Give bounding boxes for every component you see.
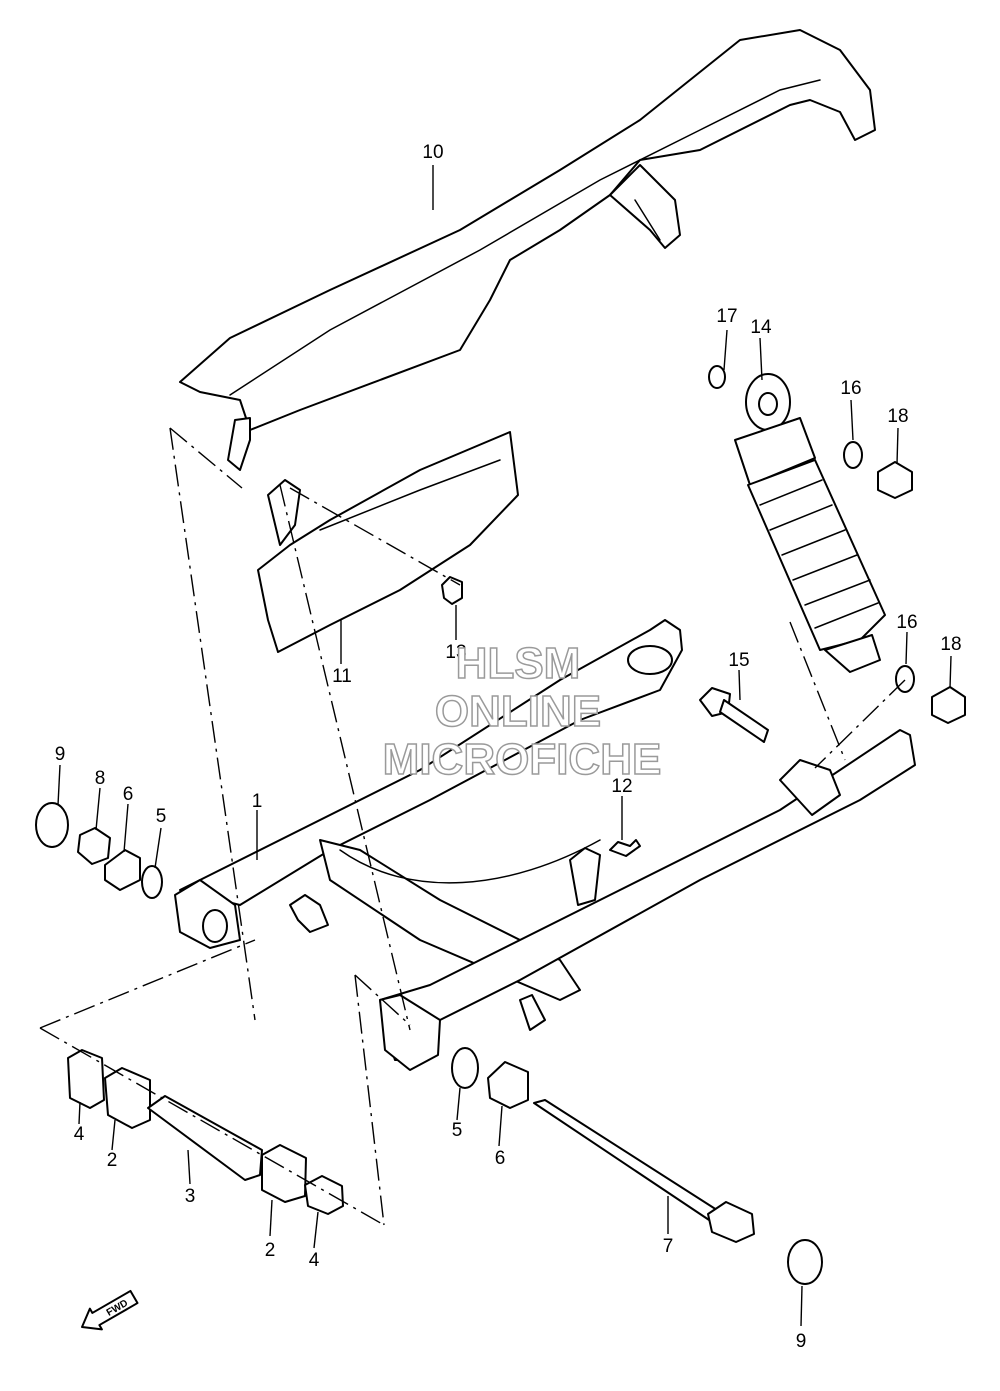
- callout-5-left: 5: [156, 806, 167, 827]
- leader-lines: [57, 165, 952, 1327]
- bolt-15: [699, 687, 769, 743]
- callout-18-upper: 18: [887, 406, 908, 427]
- callout-3: 3: [185, 1186, 196, 1207]
- callout-16-lower: 16: [896, 612, 917, 633]
- watermark-line-3: MICROFICHE: [383, 735, 662, 784]
- callout-labels: 10 11 13 17 14 16 18 16 18 15 12 1 9 8 6…: [55, 142, 962, 1352]
- bearing-2-left: [104, 1067, 151, 1129]
- cap-nut-18-upper: [877, 461, 913, 499]
- washer-16-upper: [843, 441, 863, 469]
- watermark: HLSM ONLINE MICROFICHE: [382, 638, 662, 785]
- callout-10: 10: [422, 142, 443, 163]
- washer-5-left: [141, 865, 163, 899]
- fwd-arrow-icon: FWD: [81, 1289, 139, 1331]
- pivot-shaft-7-head: [707, 1201, 755, 1243]
- callout-18-lower: 18: [940, 634, 961, 655]
- callout-9-left: 9: [55, 744, 66, 765]
- bushing-4-right: [304, 1175, 344, 1215]
- bearing-2-right: [261, 1144, 307, 1203]
- callout-6-right: 6: [495, 1148, 506, 1169]
- shock-absorber-14: [734, 373, 886, 673]
- assembly-lines: [39, 427, 906, 1226]
- callout-4-left: 4: [74, 1124, 85, 1145]
- callout-9-right: 9: [796, 1331, 807, 1352]
- washer-16-lower: [895, 665, 915, 693]
- cap-9-right: [787, 1239, 823, 1285]
- chain-case-10: [179, 29, 876, 471]
- washer-17: [708, 365, 726, 389]
- callout-16-upper: 16: [840, 378, 861, 399]
- sleeve-3: [147, 1095, 263, 1181]
- cap-nut-18-lower: [931, 686, 966, 724]
- callout-15: 15: [728, 650, 749, 671]
- callout-2-right: 2: [265, 1240, 276, 1261]
- callout-8: 8: [95, 768, 106, 789]
- callout-7: 7: [663, 1236, 674, 1257]
- spacer-6-right: [487, 1061, 529, 1109]
- callout-2-left: 2: [107, 1150, 118, 1171]
- callout-1: 1: [252, 791, 263, 812]
- callout-5-right: 5: [452, 1120, 463, 1141]
- spacer-6-left: [104, 849, 141, 891]
- callout-11: 11: [332, 666, 352, 687]
- cap-9-left: [35, 802, 69, 848]
- washer-5-right: [451, 1047, 479, 1089]
- cover-11: [257, 431, 519, 653]
- watermark-line-2: ONLINE: [435, 687, 601, 736]
- bolt-12: [609, 839, 641, 857]
- callout-4-right: 4: [309, 1250, 320, 1271]
- callout-6-left: 6: [123, 784, 134, 805]
- callout-12: 12: [611, 776, 632, 797]
- bushing-4-left: [67, 1049, 105, 1109]
- swingarm-1: [174, 619, 916, 1071]
- callout-13: 13: [445, 642, 466, 663]
- callout-14: 14: [750, 317, 772, 338]
- callout-17: 17: [716, 306, 737, 327]
- nut-8: [77, 827, 111, 865]
- watermark-line-1: HLSM: [456, 639, 581, 688]
